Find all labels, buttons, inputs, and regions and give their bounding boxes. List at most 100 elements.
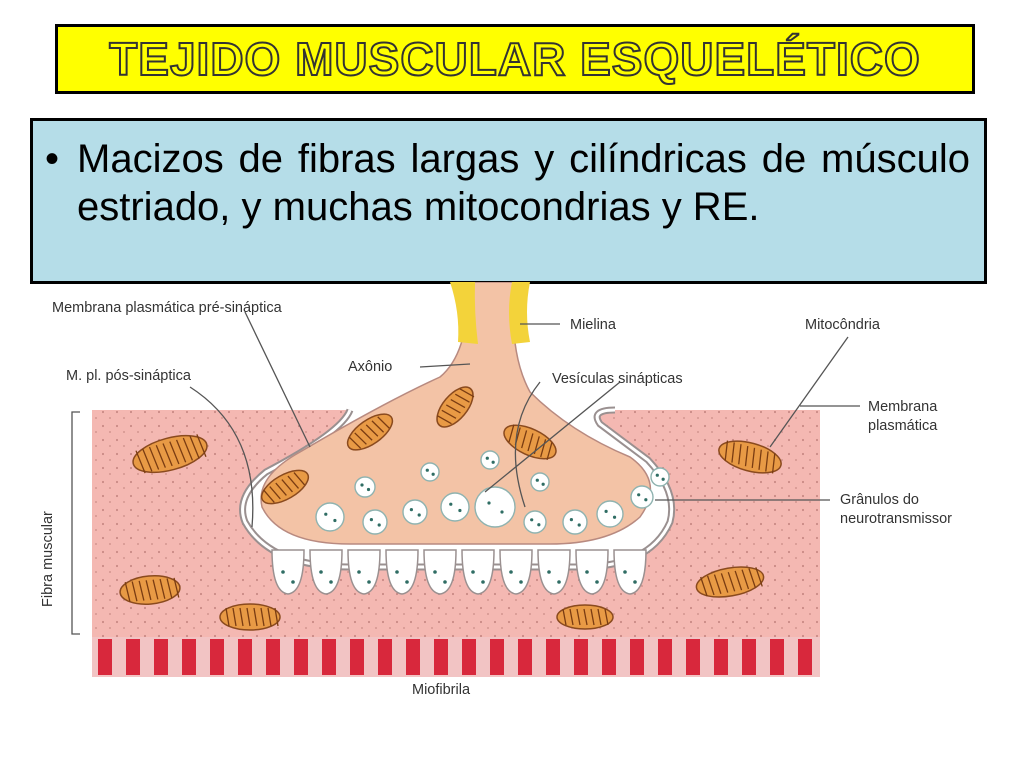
neurotransmitter-granule	[644, 498, 648, 502]
myofibril	[92, 637, 820, 677]
neurotransmitter-granule	[395, 570, 399, 574]
myofibril-stripe	[798, 639, 812, 675]
mitochondrion	[436, 386, 475, 428]
synaptic-fold	[309, 549, 343, 595]
neurotransmitter-granule	[655, 473, 659, 477]
neurotransmitter-granule	[281, 570, 285, 574]
neurotransmitter-granule	[367, 580, 371, 584]
mitochondrion	[219, 603, 281, 631]
neurotransmitter-granule	[633, 580, 637, 584]
myofibril-stripe	[462, 639, 476, 675]
synaptic-folds	[271, 549, 647, 595]
neurotransmitter-granule	[409, 508, 413, 512]
synaptic-vesicle	[362, 509, 388, 535]
neurotransmitter-granule	[541, 482, 545, 486]
neuromuscular-junction-diagram: Membrana plasmática pré-sináptica Mielin…	[40, 282, 952, 698]
neurotransmitter-granule	[433, 570, 437, 574]
myofibril-stripe	[238, 639, 252, 675]
myofibril-stripe	[770, 639, 784, 675]
neurotransmitter-granule	[485, 456, 489, 460]
synaptic-fold	[537, 549, 571, 595]
myofibril-stripe	[434, 639, 448, 675]
neurotransmitter-granule	[431, 472, 435, 476]
label-mielina: Mielina	[570, 317, 617, 333]
mitochondria	[119, 386, 782, 631]
mitochondrion	[260, 469, 310, 505]
synaptic-vesicle	[315, 502, 345, 532]
neurotransmitter-granule	[443, 580, 447, 584]
neurotransmitter-granule	[500, 510, 504, 514]
mitochondrion	[346, 413, 394, 451]
neurotransmitter-granule	[369, 518, 373, 522]
label-mitocondria: Mitocôndria	[805, 317, 881, 333]
neurotransmitter-granule	[481, 580, 485, 584]
neurotransmitter-granule	[569, 518, 574, 522]
mitochondrion	[718, 440, 782, 474]
myofibril-stripe	[546, 639, 560, 675]
myofibril-stripe	[714, 639, 728, 675]
myofibril-stripe	[266, 639, 280, 675]
myofibril-stripe	[154, 639, 168, 675]
label-granulos-2: neurotransmissor	[840, 511, 952, 527]
synaptic-vesicles	[315, 450, 670, 535]
myofibril-stripe	[490, 639, 504, 675]
myofibril-stripe	[602, 639, 616, 675]
synaptic-fold	[461, 549, 495, 595]
mitochondrion	[119, 575, 181, 605]
neurotransmitter-granule	[519, 580, 523, 584]
neurotransmitter-granule	[537, 523, 541, 527]
synaptic-vesicle	[440, 492, 470, 522]
myofibril-stripe	[294, 639, 308, 675]
label-granulos-1: Grânulos do	[840, 492, 919, 508]
neurotransmitter-granule	[417, 513, 421, 517]
label-miofibrila: Miofibrila	[412, 682, 471, 698]
neurotransmitter-granule	[557, 580, 561, 584]
synaptic-fold	[347, 549, 381, 595]
neurotransmitter-granule	[319, 570, 323, 574]
neurotransmitter-granule	[333, 518, 337, 523]
neurotransmitter-granule	[471, 570, 475, 574]
synaptic-fold	[613, 549, 647, 595]
synaptic-fold	[575, 549, 609, 595]
synaptic-vesicle	[402, 499, 428, 525]
synaptic-vesicle	[650, 467, 670, 487]
synaptic-vesicle	[530, 472, 550, 492]
slide-title: TEJIDO MUSCULAR ESQUELÉTICO	[108, 32, 921, 86]
neurotransmitter-granule	[577, 523, 581, 527]
label-membrana-plasmatica-2: plasmática	[868, 418, 938, 434]
synaptic-fold	[423, 549, 457, 595]
synaptic-vesicle	[630, 485, 654, 509]
neurotransmitter-granule	[535, 478, 539, 482]
neurotransmitter-granule	[377, 523, 381, 527]
neurotransmitter-granule	[405, 580, 409, 584]
synaptic-fold	[385, 549, 419, 595]
neurotransmitter-granule	[491, 460, 495, 464]
myofibril-stripe	[406, 639, 420, 675]
text-box: • Macizos de fibras largas y cilíndricas…	[30, 118, 987, 284]
neurotransmitter-granule	[661, 477, 665, 481]
bullet-item: • Macizos de fibras largas y cilíndricas…	[33, 121, 984, 231]
neurotransmitter-granule	[458, 508, 462, 513]
myofibril-stripe	[574, 639, 588, 675]
myofibril-stripe	[742, 639, 756, 675]
neurotransmitter-granule	[612, 515, 617, 519]
synaptic-fold	[499, 549, 533, 595]
neurotransmitter-granule	[360, 483, 364, 487]
bullet-dot: •	[45, 137, 60, 181]
synaptic-vesicle	[480, 450, 500, 470]
neurotransmitter-granule	[357, 570, 361, 574]
myofibril-stripe	[658, 639, 672, 675]
synaptic-vesicle	[596, 500, 624, 528]
neurotransmitter-granule	[547, 570, 551, 574]
neurotransmitter-granule	[449, 502, 453, 506]
myofibril-stripe	[518, 639, 532, 675]
neurotransmitter-granule	[425, 468, 429, 472]
fiber-bracket	[71, 411, 80, 635]
neurotransmitter-granule	[329, 580, 333, 584]
label-fibra-muscular: Fibra muscular	[40, 511, 56, 607]
myofibril-stripe	[686, 639, 700, 675]
neurotransmitter-granule	[623, 570, 627, 574]
label-m-pos: M. pl. pós-sináptica	[66, 368, 192, 384]
neurotransmitter-granule	[637, 493, 641, 497]
mitochondrion	[695, 566, 765, 598]
